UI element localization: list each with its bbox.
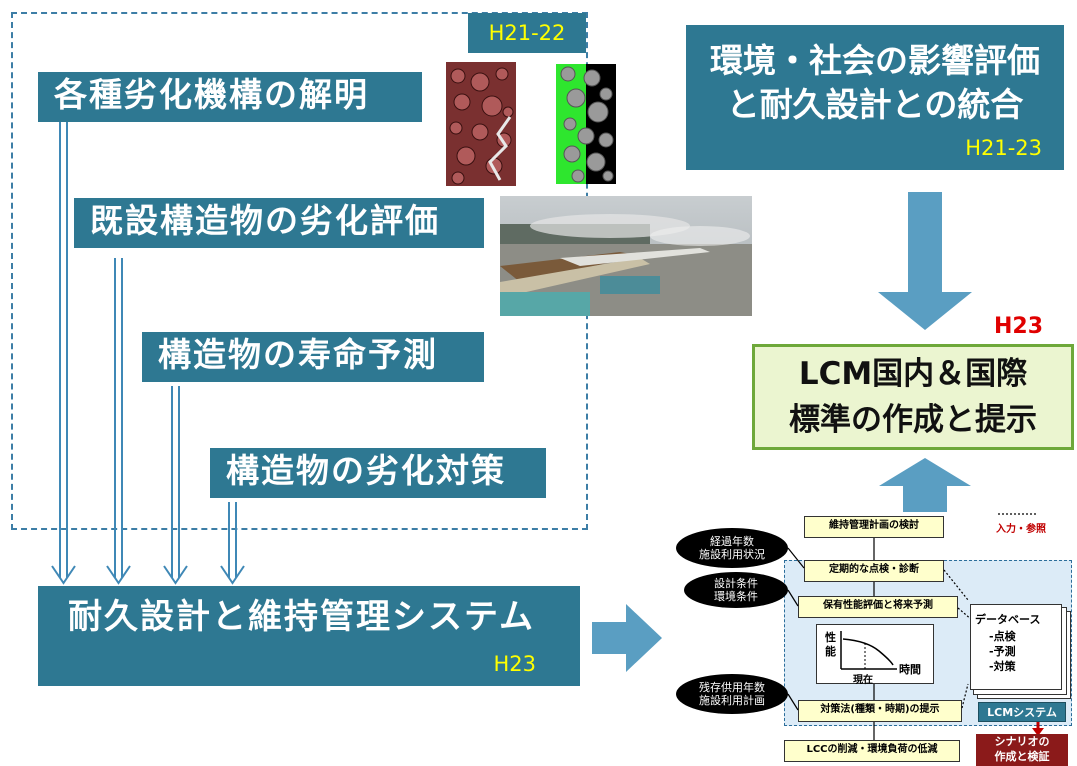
durability-system-box: 耐久設計と維持管理システム H23 <box>38 586 580 686</box>
database-item-prediction: -予測 <box>989 645 1016 658</box>
environment-integration-box: 環境・社会の影響評価 と耐久設計との統合 H21-23 <box>686 25 1064 170</box>
lcm-step-plan: 維持管理計画の検討 <box>804 516 944 538</box>
lcm-step-inspection: 定期的な点検・診断 <box>804 560 944 582</box>
input-elapsed-years: 経過年数施設利用状況 <box>676 528 788 568</box>
life-prediction-box: 構造物の寿命予測 <box>142 332 484 382</box>
lcm-step-countermeasure: 対策法(種類・時期)の提示 <box>798 700 962 722</box>
graph-now-label: 現在 <box>853 675 873 686</box>
countermeasure-box: 構造物の劣化対策 <box>210 448 546 498</box>
lcm-standard-box: LCM国内＆国際 標準の作成と提示 <box>752 344 1074 450</box>
lcm-system-diagram: 維持管理計画の検討 定期的な点検・診断 保有性能評価と将来予測 性 能 時間 現… <box>676 508 1077 766</box>
h23-red-label: H23 <box>994 314 1044 339</box>
environment-down-arrow <box>878 192 972 330</box>
database-item-inspection: -点検 <box>989 630 1016 643</box>
input-remaining-years: 残存供用年数施設利用計画 <box>676 674 788 714</box>
lcm-connectors <box>787 513 1044 740</box>
lcm-step-lcc: LCCの削減・環境負荷の低減 <box>784 740 960 762</box>
scenario-line-1: シナリオの <box>994 735 1050 748</box>
existing-structure-eval-box: 既設構造物の劣化評価 <box>74 198 484 248</box>
environment-line-1: 環境・社会の影響評価 <box>710 41 1040 80</box>
lcm-standard-line-2: 標準の作成と提示 <box>789 402 1037 438</box>
environment-line-2: と耐久設計との統合 <box>726 85 1024 124</box>
lcm-up-arrow <box>879 458 971 512</box>
database-item-countermeasure: -対策 <box>989 660 1016 673</box>
input-design-conditions: 設計条件環境条件 <box>684 572 788 608</box>
lcm-performance-graph: 性 能 時間 現在 <box>816 624 934 686</box>
durability-system-label: 耐久設計と維持管理システム <box>68 597 535 637</box>
lcm-system-label: LCMシステム <box>978 702 1066 722</box>
mesh-simulation-image <box>556 64 616 184</box>
crack-cross-section-image <box>440 62 526 186</box>
legend-input-reference: 入力・参照 <box>996 524 1046 535</box>
exposure-test-site-photo <box>500 196 752 316</box>
scenario-line-2: 作成と検証 <box>994 750 1050 763</box>
environment-period: H21-23 <box>965 136 1042 160</box>
durability-system-period: H23 <box>493 652 536 676</box>
to-lcm-system-arrow <box>592 604 662 672</box>
graph-x-label: 時間 <box>899 663 921 676</box>
scenario-box: シナリオの 作成と検証 <box>976 734 1068 766</box>
database-title: データベース <box>975 613 1041 626</box>
lcm-step-performance: 保有性能評価と将来予測 <box>798 596 958 618</box>
graph-y-label-2: 能 <box>825 645 836 658</box>
lcm-database-doc: データベース -点検 -予測 -対策 <box>970 604 1062 690</box>
lcm-standard-line-1: LCM国内＆国際 <box>798 356 1028 392</box>
mechanism-box: 各種劣化機構の解明 <box>38 72 422 122</box>
period-tag-h21-22: H21-22 <box>468 13 586 53</box>
graph-y-label-1: 性 <box>825 631 836 644</box>
